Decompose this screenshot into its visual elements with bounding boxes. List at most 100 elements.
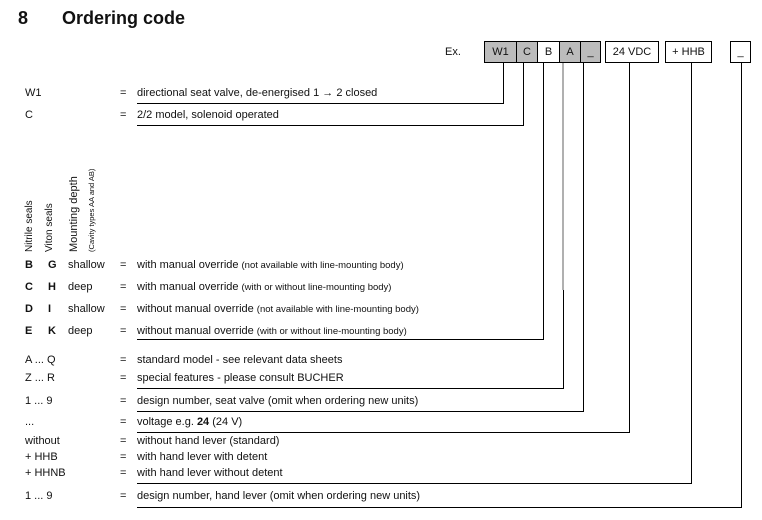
row-code: 1 ... 9 <box>25 395 53 407</box>
row-without-lever: without = without hand lever (standard) <box>0 435 762 451</box>
viton-code: K <box>48 325 56 337</box>
row-description: design number, hand lever (omit when ord… <box>137 490 421 502</box>
code-cell-b: B <box>537 41 560 63</box>
row-special-features: Z ... R = special features - please cons… <box>0 372 762 388</box>
row-c: C = 2/2 model, solenoid operated <box>0 109 762 125</box>
row-description: with manual override(with or without lin… <box>137 281 392 293</box>
row-description: standard model - see relevant data sheet… <box>137 354 343 366</box>
header-mounting-depth-sub: (Cavity types AA and AB) <box>87 168 96 252</box>
row-description: without manual override(with or without … <box>137 325 407 337</box>
underline-row-ek <box>137 339 544 340</box>
row-description: without hand lever (standard) <box>137 435 280 447</box>
underline-row-voltage <box>137 432 630 433</box>
row-hhb: + HHB = with hand lever with detent <box>0 451 762 467</box>
underline-row-w1 <box>137 103 504 104</box>
header-mounting-depth: Mounting depth <box>68 176 80 252</box>
row-description: with hand lever without detent <box>137 467 283 479</box>
viton-code: G <box>48 259 57 271</box>
row-description: voltage e.g. 24 (24 V) <box>137 416 243 428</box>
row-note: (with or without line-mounting body) <box>256 326 407 337</box>
equals-sign: = <box>120 281 127 293</box>
viton-code: I <box>48 303 52 315</box>
row-description: 2/2 model, solenoid operated <box>137 109 279 121</box>
equals-sign: = <box>120 259 127 271</box>
connector-vline-voltage <box>629 63 630 432</box>
connector-vline-a-grey <box>562 63 564 290</box>
equals-sign: = <box>120 87 127 99</box>
viton-code: H <box>48 281 56 293</box>
row-hhnb: + HHNB = with hand lever without detent <box>0 467 762 483</box>
row-w1: W1 = directional seat valve, de-energise… <box>0 87 762 103</box>
row-code: W1 <box>25 87 42 99</box>
row-note: (not available with line-mounting body) <box>256 304 419 315</box>
connector-vline-w1 <box>503 63 504 103</box>
code-cell-blank: _ <box>580 41 601 63</box>
nitrile-code: C <box>25 281 33 293</box>
underline-row-design-lever <box>137 507 742 508</box>
row-code: C <box>25 109 33 121</box>
equals-sign: = <box>120 416 127 428</box>
row-code: + HHNB <box>25 467 66 479</box>
voltage-value: 24 <box>196 416 210 428</box>
equals-sign: = <box>120 325 127 337</box>
equals-sign: = <box>120 435 127 447</box>
underline-row-design-seat <box>137 411 584 412</box>
row-description: without manual override(not available wi… <box>137 303 419 315</box>
equals-sign: = <box>120 490 127 502</box>
equals-sign: = <box>120 354 127 366</box>
nitrile-code: E <box>25 325 33 337</box>
connector-vline-hand-lever <box>691 63 692 483</box>
equals-sign: = <box>120 395 127 407</box>
equals-sign: = <box>120 451 127 463</box>
row-design-number-lever: 1 ... 9 = design number, hand lever (omi… <box>0 490 762 506</box>
row-code: A ... Q <box>25 354 56 366</box>
row-code: 1 ... 9 <box>25 490 53 502</box>
nitrile-code: D <box>25 303 33 315</box>
underline-row-c <box>137 125 524 126</box>
page-title: Ordering code <box>62 8 186 28</box>
row-voltage: ... = voltage e.g. 24 (24 V) <box>0 416 762 432</box>
equals-sign: = <box>120 467 127 479</box>
header-viton-seals: Viton seals <box>44 203 55 252</box>
code-cell-w1: W1 <box>484 41 517 63</box>
depth-label: deep <box>68 281 93 293</box>
row-seal-ch: C H deep = with manual override(with or … <box>0 281 762 297</box>
nitrile-code: B <box>25 259 33 271</box>
connector-vline-c <box>523 63 524 125</box>
row-code: + HHB <box>25 451 58 463</box>
connector-vline-b <box>543 63 544 339</box>
code-cell-c: C <box>516 41 538 63</box>
row-seal-di: D I shallow = without manual override(no… <box>0 303 762 319</box>
underline-row-hhnb <box>137 483 692 484</box>
underline-row-zr <box>137 388 564 389</box>
voltage-box: 24 VDC <box>605 41 659 63</box>
ordering-code-cells: W1 C B A _ <box>484 41 601 63</box>
row-design-number-seat: 1 ... 9 = design number, seat valve (omi… <box>0 395 762 411</box>
row-description: special features - please consult BUCHER <box>137 372 344 384</box>
row-code: Z ... R <box>25 372 55 384</box>
depth-label: shallow <box>68 259 105 271</box>
connector-vline-design-seat <box>583 63 584 411</box>
connector-vline-a <box>563 290 564 388</box>
equals-sign: = <box>120 109 127 121</box>
equals-sign: = <box>120 372 127 384</box>
example-label: Ex. <box>445 46 461 58</box>
row-description: design number, seat valve (omit when ord… <box>137 395 419 407</box>
row-seal-ek: E K deep = without manual override(with … <box>0 325 762 341</box>
row-seal-bg: B G shallow = with manual override(not a… <box>0 259 762 275</box>
equals-sign: = <box>120 303 127 315</box>
row-description: with manual override(not available with … <box>137 259 404 271</box>
depth-label: shallow <box>68 303 105 315</box>
code-cell-a: A <box>559 41 581 63</box>
hand-lever-box: + HHB <box>665 41 712 63</box>
row-description: directional seat valve, de-energised 1 →… <box>137 87 378 99</box>
row-code: without <box>25 435 60 447</box>
section-number: 8 <box>18 8 29 28</box>
row-note: (not available with line-mounting body) <box>241 260 404 271</box>
row-standard-model: A ... Q = standard model - see relevant … <box>0 354 762 370</box>
row-description: with hand lever with detent <box>137 451 268 463</box>
depth-label: deep <box>68 325 93 337</box>
row-note: (with or without line-mounting body) <box>241 282 392 293</box>
connector-vline-design-lever <box>741 63 742 507</box>
